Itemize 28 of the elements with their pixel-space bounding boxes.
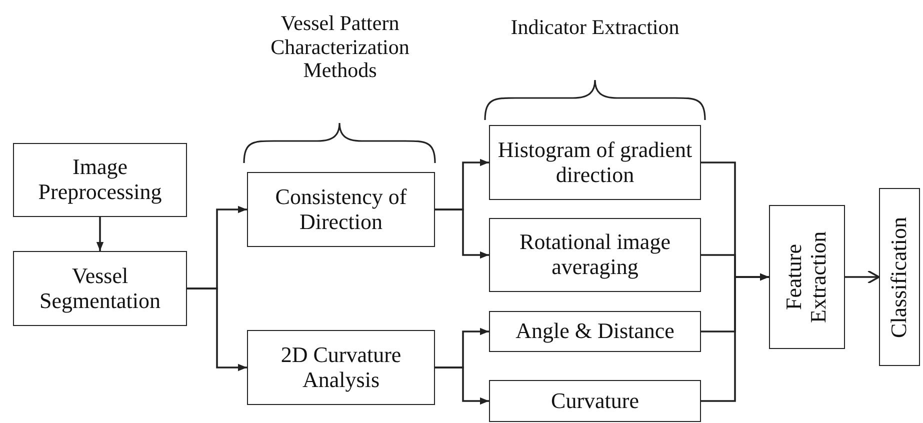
process-box [247,172,435,247]
process-box [769,205,845,349]
box-label: 2D Curvature Analysis [280,342,402,392]
box-label: Angle & Distance [516,319,674,344]
arrow [845,270,880,284]
group-heading: Vessel Pattern Characterization Methods [270,12,410,83]
arrow [435,366,489,405]
process-box [489,380,701,422]
box-label: Curvature [551,388,639,414]
process-box [489,311,701,352]
process-box [489,218,701,292]
process-box [13,143,187,217]
arrow [187,288,247,372]
group-heading: Indicator Extraction [510,16,680,40]
box-label: Classification [887,216,912,338]
arrow [701,273,769,402]
box-label: Image Preprocessing [37,155,163,205]
box-label: Histogram of gradient direction [496,138,694,188]
process-box [13,251,187,326]
box-label: Rotational image averaging [518,230,672,280]
arrow [435,208,489,259]
process-box [247,330,435,405]
process-box [879,188,920,366]
box-label: Feature Extraction [782,230,832,325]
arrow [96,217,104,251]
box-label: Consistency of Direction [274,184,408,234]
process-box [489,125,701,200]
box-label: Vessel Segmentation [38,264,162,314]
